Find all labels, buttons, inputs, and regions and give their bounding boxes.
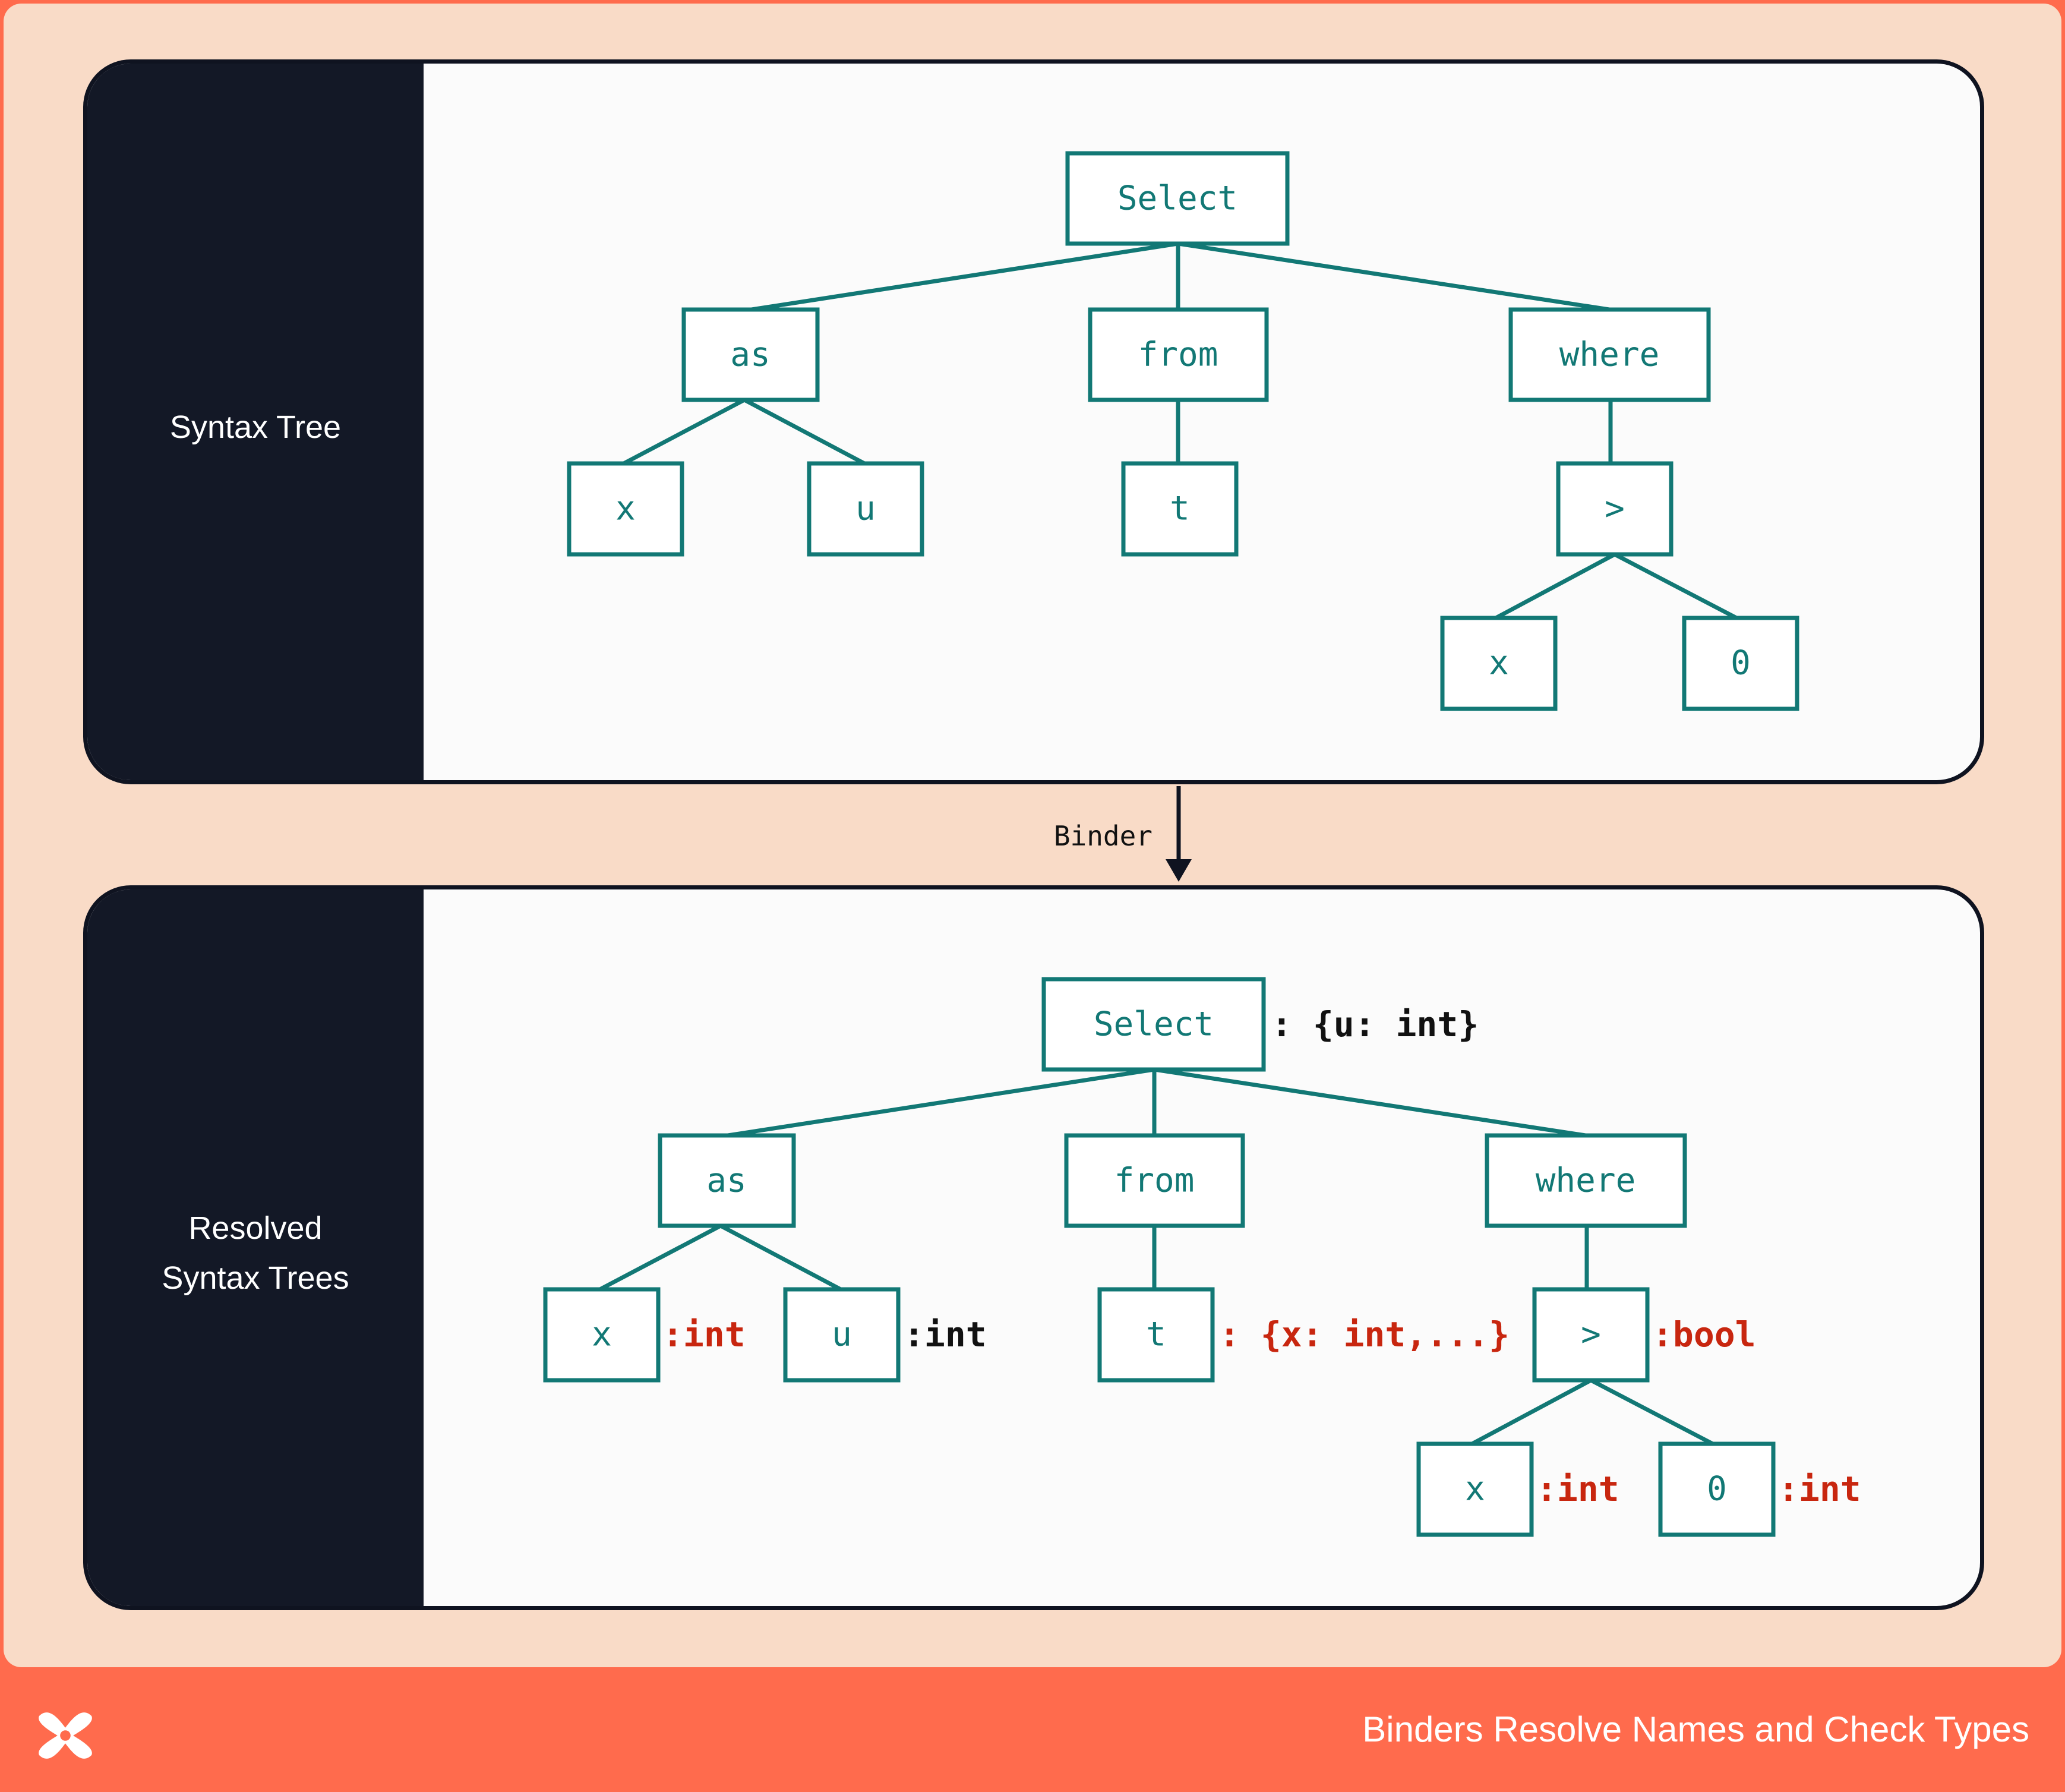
node-x2: x [1440, 616, 1558, 711]
edge-gt-zero [1614, 552, 1738, 620]
footer-title: Binders Resolve Names and Check Types [1362, 1709, 2029, 1749]
edge-as-u [719, 1223, 842, 1292]
node-as: as [658, 1133, 796, 1228]
node-x2-label: x [1465, 1470, 1485, 1509]
zero-type-annotation: :int [1778, 1469, 1861, 1509]
resolved-label-line1: Resolved [188, 1210, 323, 1246]
node-select: Select [1065, 151, 1290, 246]
edge-select-where [1154, 1067, 1586, 1138]
node-as-label: as [706, 1162, 746, 1200]
resolved-label-line2: Syntax Trees [162, 1260, 349, 1296]
edge-as-x [599, 1223, 722, 1292]
edge-select-where [1177, 241, 1610, 312]
x2-type-annotation: :int [1536, 1469, 1619, 1509]
syntax-tree-graph: Select as from where x u [567, 151, 1799, 711]
node-from: from [1064, 1133, 1245, 1228]
node-greater-than-label: > [1605, 490, 1625, 528]
syntax-tree-sidebar: Syntax Tree [87, 64, 424, 780]
t-type-annotation: : {x: int,...} [1219, 1314, 1510, 1355]
resolved-syntax-tree-graph: Select : {u: int} as from where x :int [543, 977, 1861, 1537]
edge-gt-x [1495, 552, 1616, 620]
edge-as-u [743, 397, 866, 466]
resolved-syntax-trees-panel: Resolved Syntax Trees Select : {u: int} … [83, 885, 1984, 1610]
node-greater-than: > [1556, 461, 1674, 557]
node-u: u [783, 1287, 901, 1383]
node-x2: x [1416, 1441, 1534, 1537]
node-zero-label: 0 [1707, 1470, 1727, 1509]
node-u: u [807, 461, 924, 557]
edge-as-x [623, 397, 746, 466]
x-type-annotation: :int [662, 1314, 746, 1355]
node-zero-label: 0 [1731, 644, 1751, 683]
edge-gt-zero [1590, 1378, 1714, 1446]
select-type-annotation: : {u: int} [1271, 1004, 1479, 1045]
edge-select-as [751, 241, 1179, 312]
node-t: t [1097, 1287, 1215, 1383]
node-from-label: from [1114, 1162, 1195, 1200]
node-x: x [567, 461, 684, 557]
node-select: Select [1041, 977, 1266, 1072]
node-greater-than: > [1532, 1287, 1650, 1383]
node-from: from [1088, 307, 1269, 402]
node-t: t [1121, 461, 1239, 557]
resolved-syntax-trees-sidebar: Resolved Syntax Trees [87, 889, 424, 1606]
node-x-label: x [615, 490, 636, 528]
node-u-label: u [832, 1315, 852, 1354]
syntax-tree-panel: Syntax Tree Select as from [83, 59, 1984, 784]
node-x-label: x [592, 1315, 612, 1354]
node-zero: 0 [1658, 1441, 1776, 1537]
node-where-label: where [1536, 1162, 1636, 1200]
node-where: where [1485, 1133, 1687, 1228]
node-t-label: t [1170, 490, 1190, 528]
node-as-label: as [730, 336, 770, 374]
edge-gt-x [1471, 1378, 1592, 1446]
node-x2-label: x [1489, 644, 1509, 683]
node-t-label: t [1146, 1315, 1166, 1354]
node-u-label: u [855, 490, 876, 528]
u-type-annotation: :int [904, 1314, 987, 1355]
node-where-label: where [1559, 336, 1660, 374]
node-from-label: from [1138, 336, 1218, 374]
x-logo-icon [39, 1712, 92, 1759]
node-select-label: Select [1094, 1005, 1214, 1044]
node-select-label: Select [1117, 179, 1237, 218]
node-x: x [543, 1287, 661, 1383]
edge-select-as [727, 1067, 1155, 1138]
node-zero: 0 [1682, 616, 1799, 711]
gt-type-annotation: :bool [1652, 1314, 1756, 1355]
footer-bar: Binders Resolve Names and Check Types [0, 1667, 2065, 1792]
node-where: where [1508, 307, 1711, 402]
syntax-tree-label: Syntax Tree [169, 409, 342, 445]
node-greater-than-label: > [1581, 1315, 1601, 1354]
node-as: as [681, 307, 820, 402]
